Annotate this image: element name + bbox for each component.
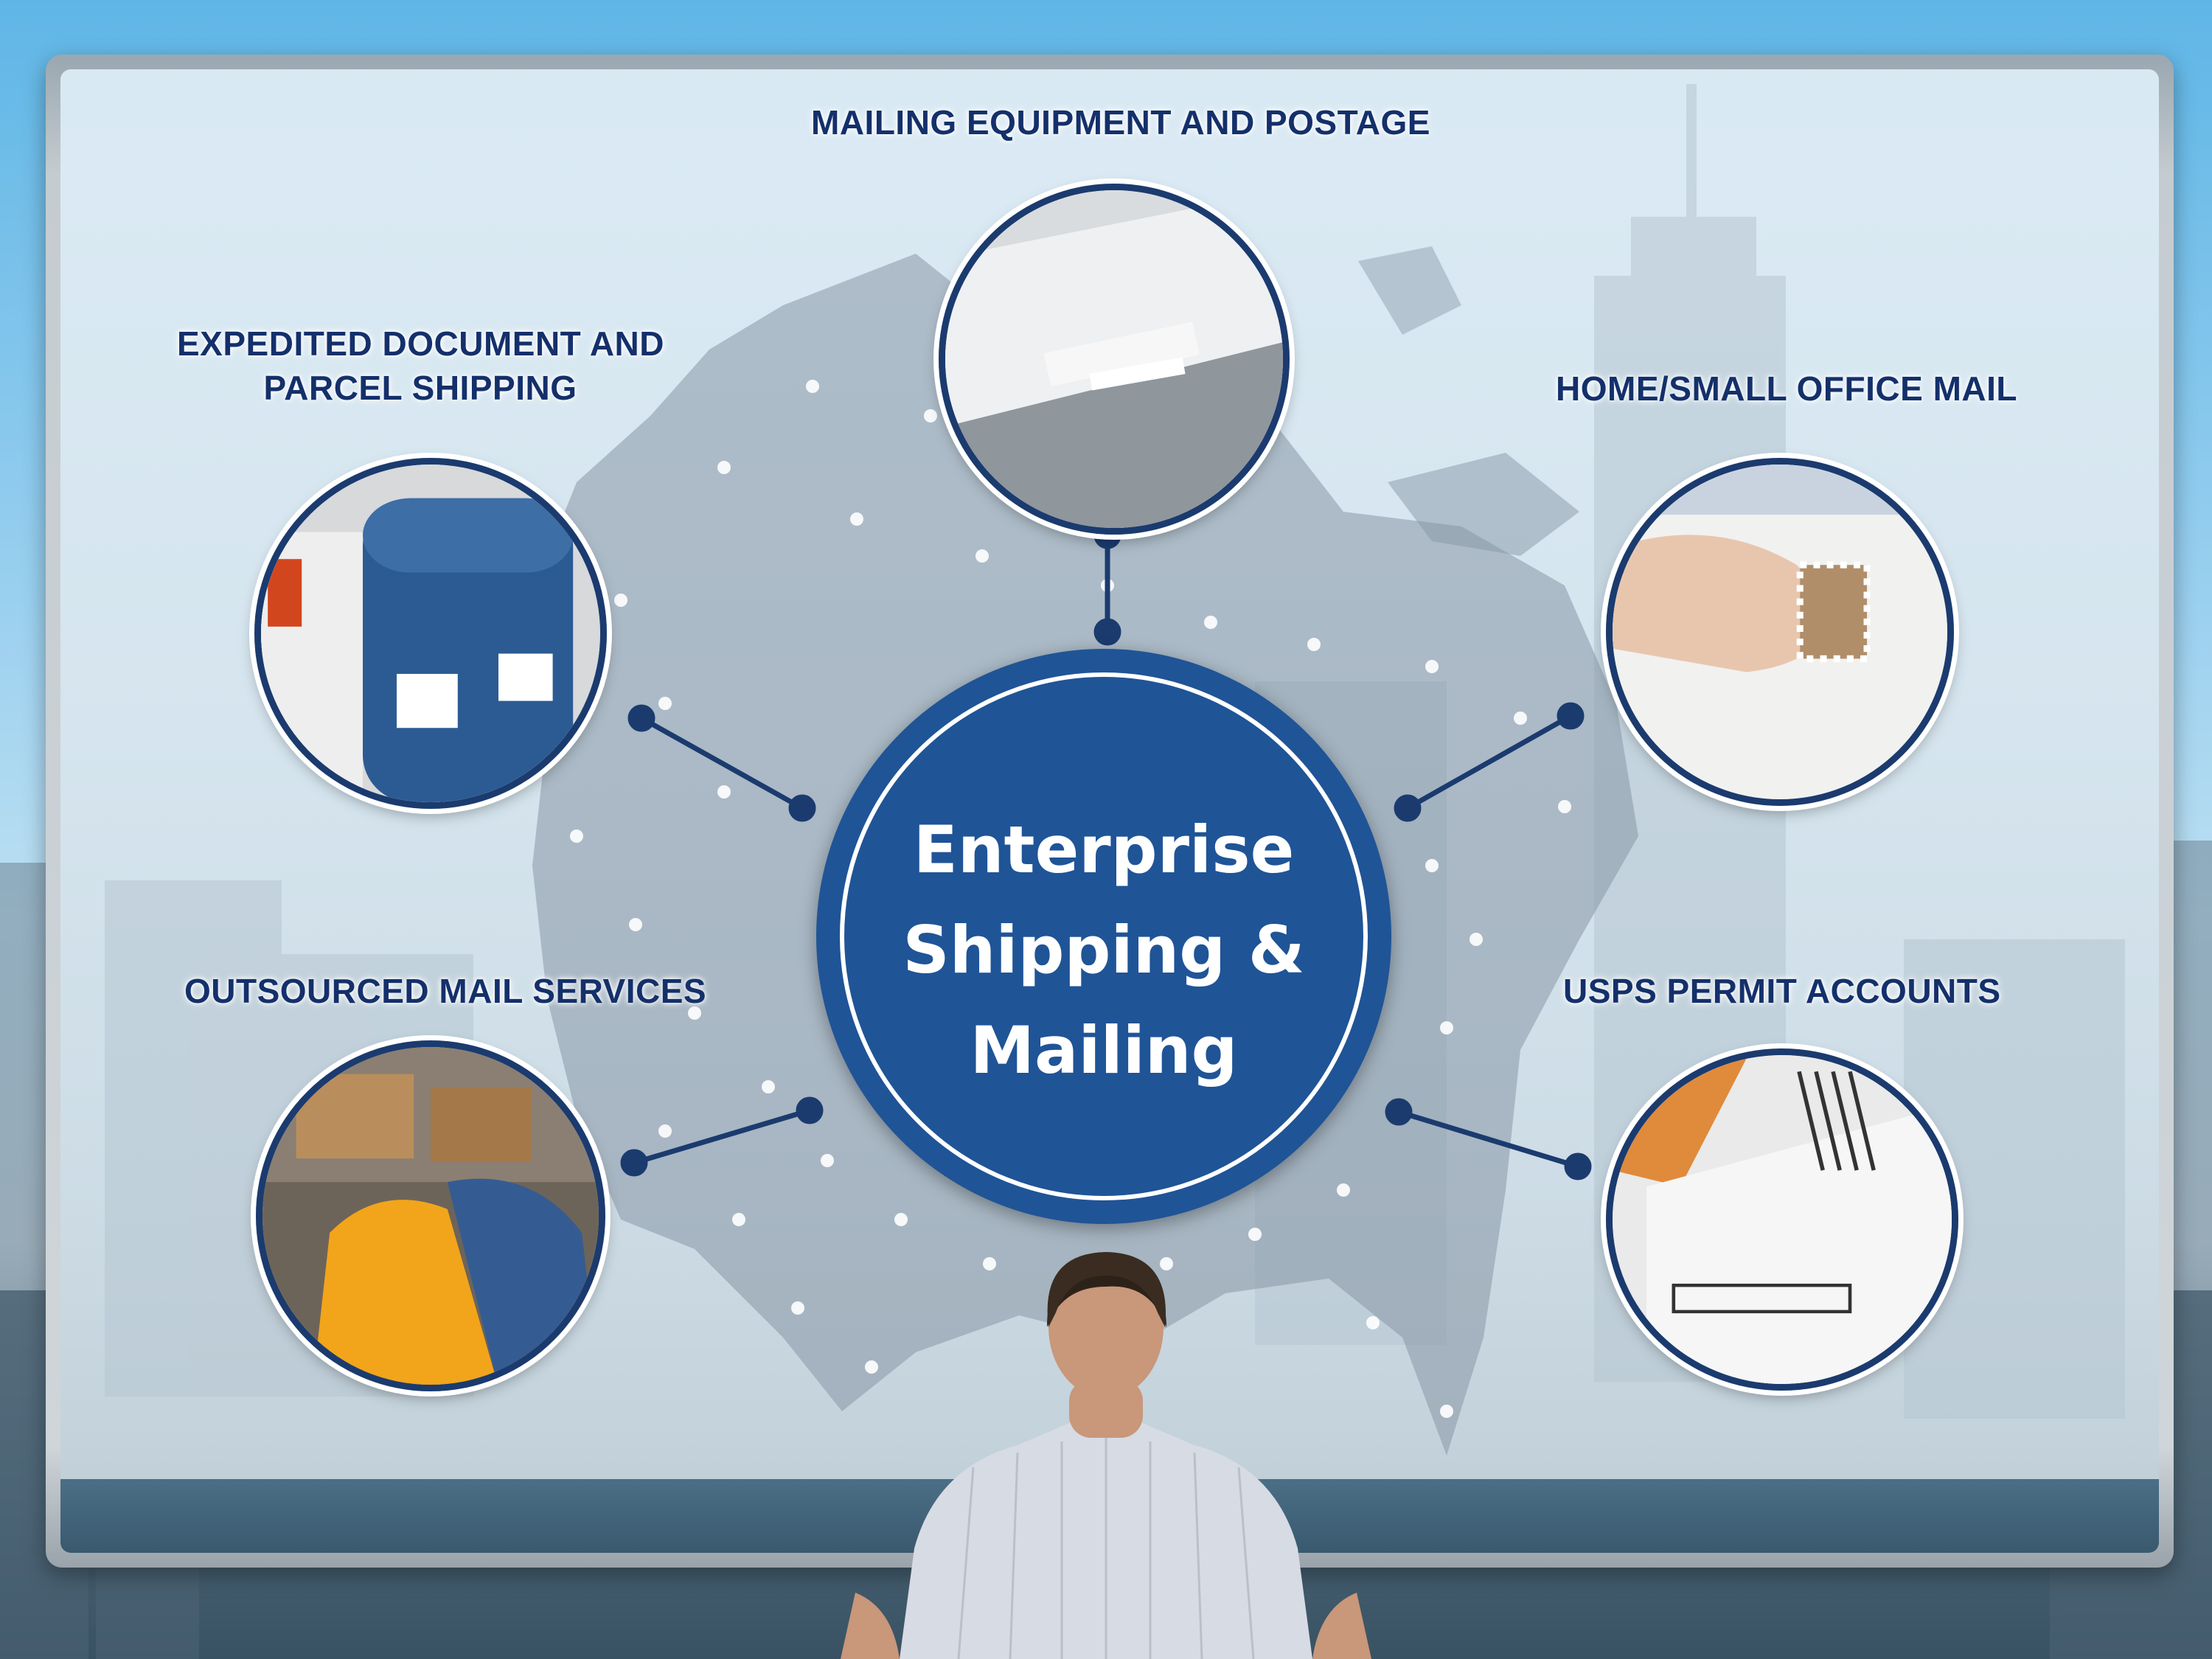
photo-expedited-shipping	[254, 458, 607, 809]
hub-title: Enterprise Shipping & Mailing	[816, 800, 1391, 1101]
photo-usps-permit	[1606, 1048, 1958, 1391]
label-home-office-text: HOME/SMALL OFFICE MAIL	[1556, 369, 2018, 408]
label-mailing-equipment-text: MAILING EQUIPMENT AND POSTAGE	[811, 103, 1430, 142]
label-outsourced-mail: OUTSOURCED MAIL SERVICES	[184, 969, 706, 1013]
label-expedited-shipping: EXPEDITED DOCUMENT AND PARCEL SHIPPING	[177, 321, 664, 410]
photo-mailing-equipment	[939, 184, 1290, 535]
label-usps-permit-text: USPS PERMIT ACCOUNTS	[1563, 972, 2001, 1010]
label-mailing-equipment: MAILING EQUIPMENT AND POSTAGE	[811, 100, 1430, 145]
label-home-office-mail: HOME/SMALL OFFICE MAIL	[1556, 366, 2017, 411]
label-expedited-line1: EXPEDITED DOCUMENT AND	[177, 324, 664, 363]
label-expedited-line2: PARCEL SHIPPING	[263, 369, 577, 407]
hub-inner-ring	[840, 672, 1368, 1200]
photo-outsourced-mail	[256, 1040, 605, 1391]
label-outsourced-text: OUTSOURCED MAIL SERVICES	[184, 972, 707, 1010]
enterprise-hub-circle: Enterprise Shipping & Mailing	[816, 649, 1391, 1224]
hub-title-line3: Mailing	[970, 1012, 1238, 1088]
label-usps-permit: USPS PERMIT ACCOUNTS	[1563, 969, 2000, 1013]
hub-title-line2: Shipping &	[902, 912, 1305, 988]
photo-home-office-mail	[1606, 458, 1954, 806]
businessman-figure	[841, 1252, 1371, 1659]
hub-title-line1: Enterprise	[913, 812, 1295, 888]
